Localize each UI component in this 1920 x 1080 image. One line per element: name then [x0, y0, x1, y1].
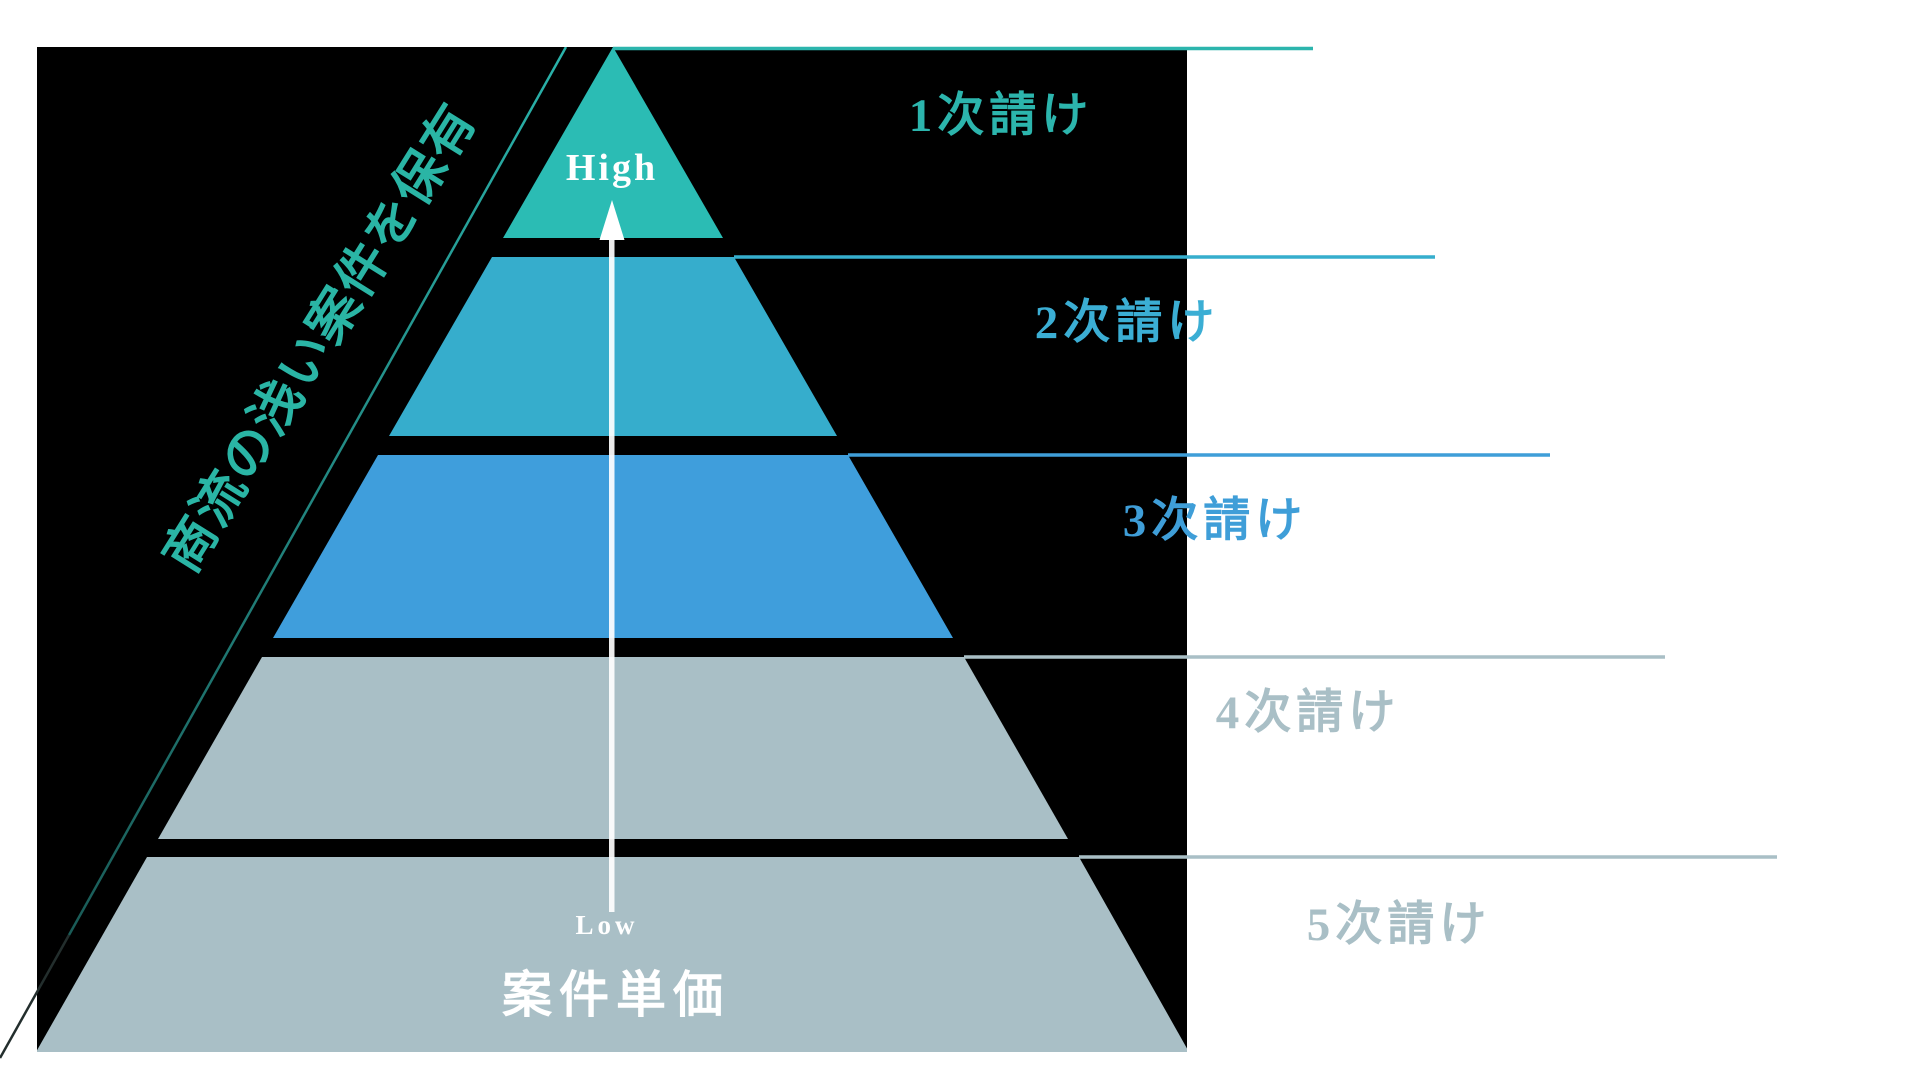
tier-label-5: 5次請け	[1307, 899, 1492, 951]
tier-label-3: 3次請け	[1123, 495, 1308, 547]
price-arrow-shaft	[609, 236, 615, 912]
low-label: Low	[575, 910, 638, 940]
high-label: High	[566, 147, 658, 189]
side-annotation-line	[67, 47, 568, 936]
tier-label-1: 1次請け	[909, 90, 1094, 142]
axis-title: 案件単価	[502, 967, 730, 1023]
tier-label-4: 4次請け	[1216, 687, 1401, 739]
price-arrow-head	[599, 200, 625, 240]
side-annotation-corner-line	[0, 934, 71, 1059]
pyramid-tier-1	[503, 47, 723, 238]
pyramid-tier-5	[37, 857, 1187, 1052]
tier-label-2: 2次請け	[1035, 297, 1220, 349]
